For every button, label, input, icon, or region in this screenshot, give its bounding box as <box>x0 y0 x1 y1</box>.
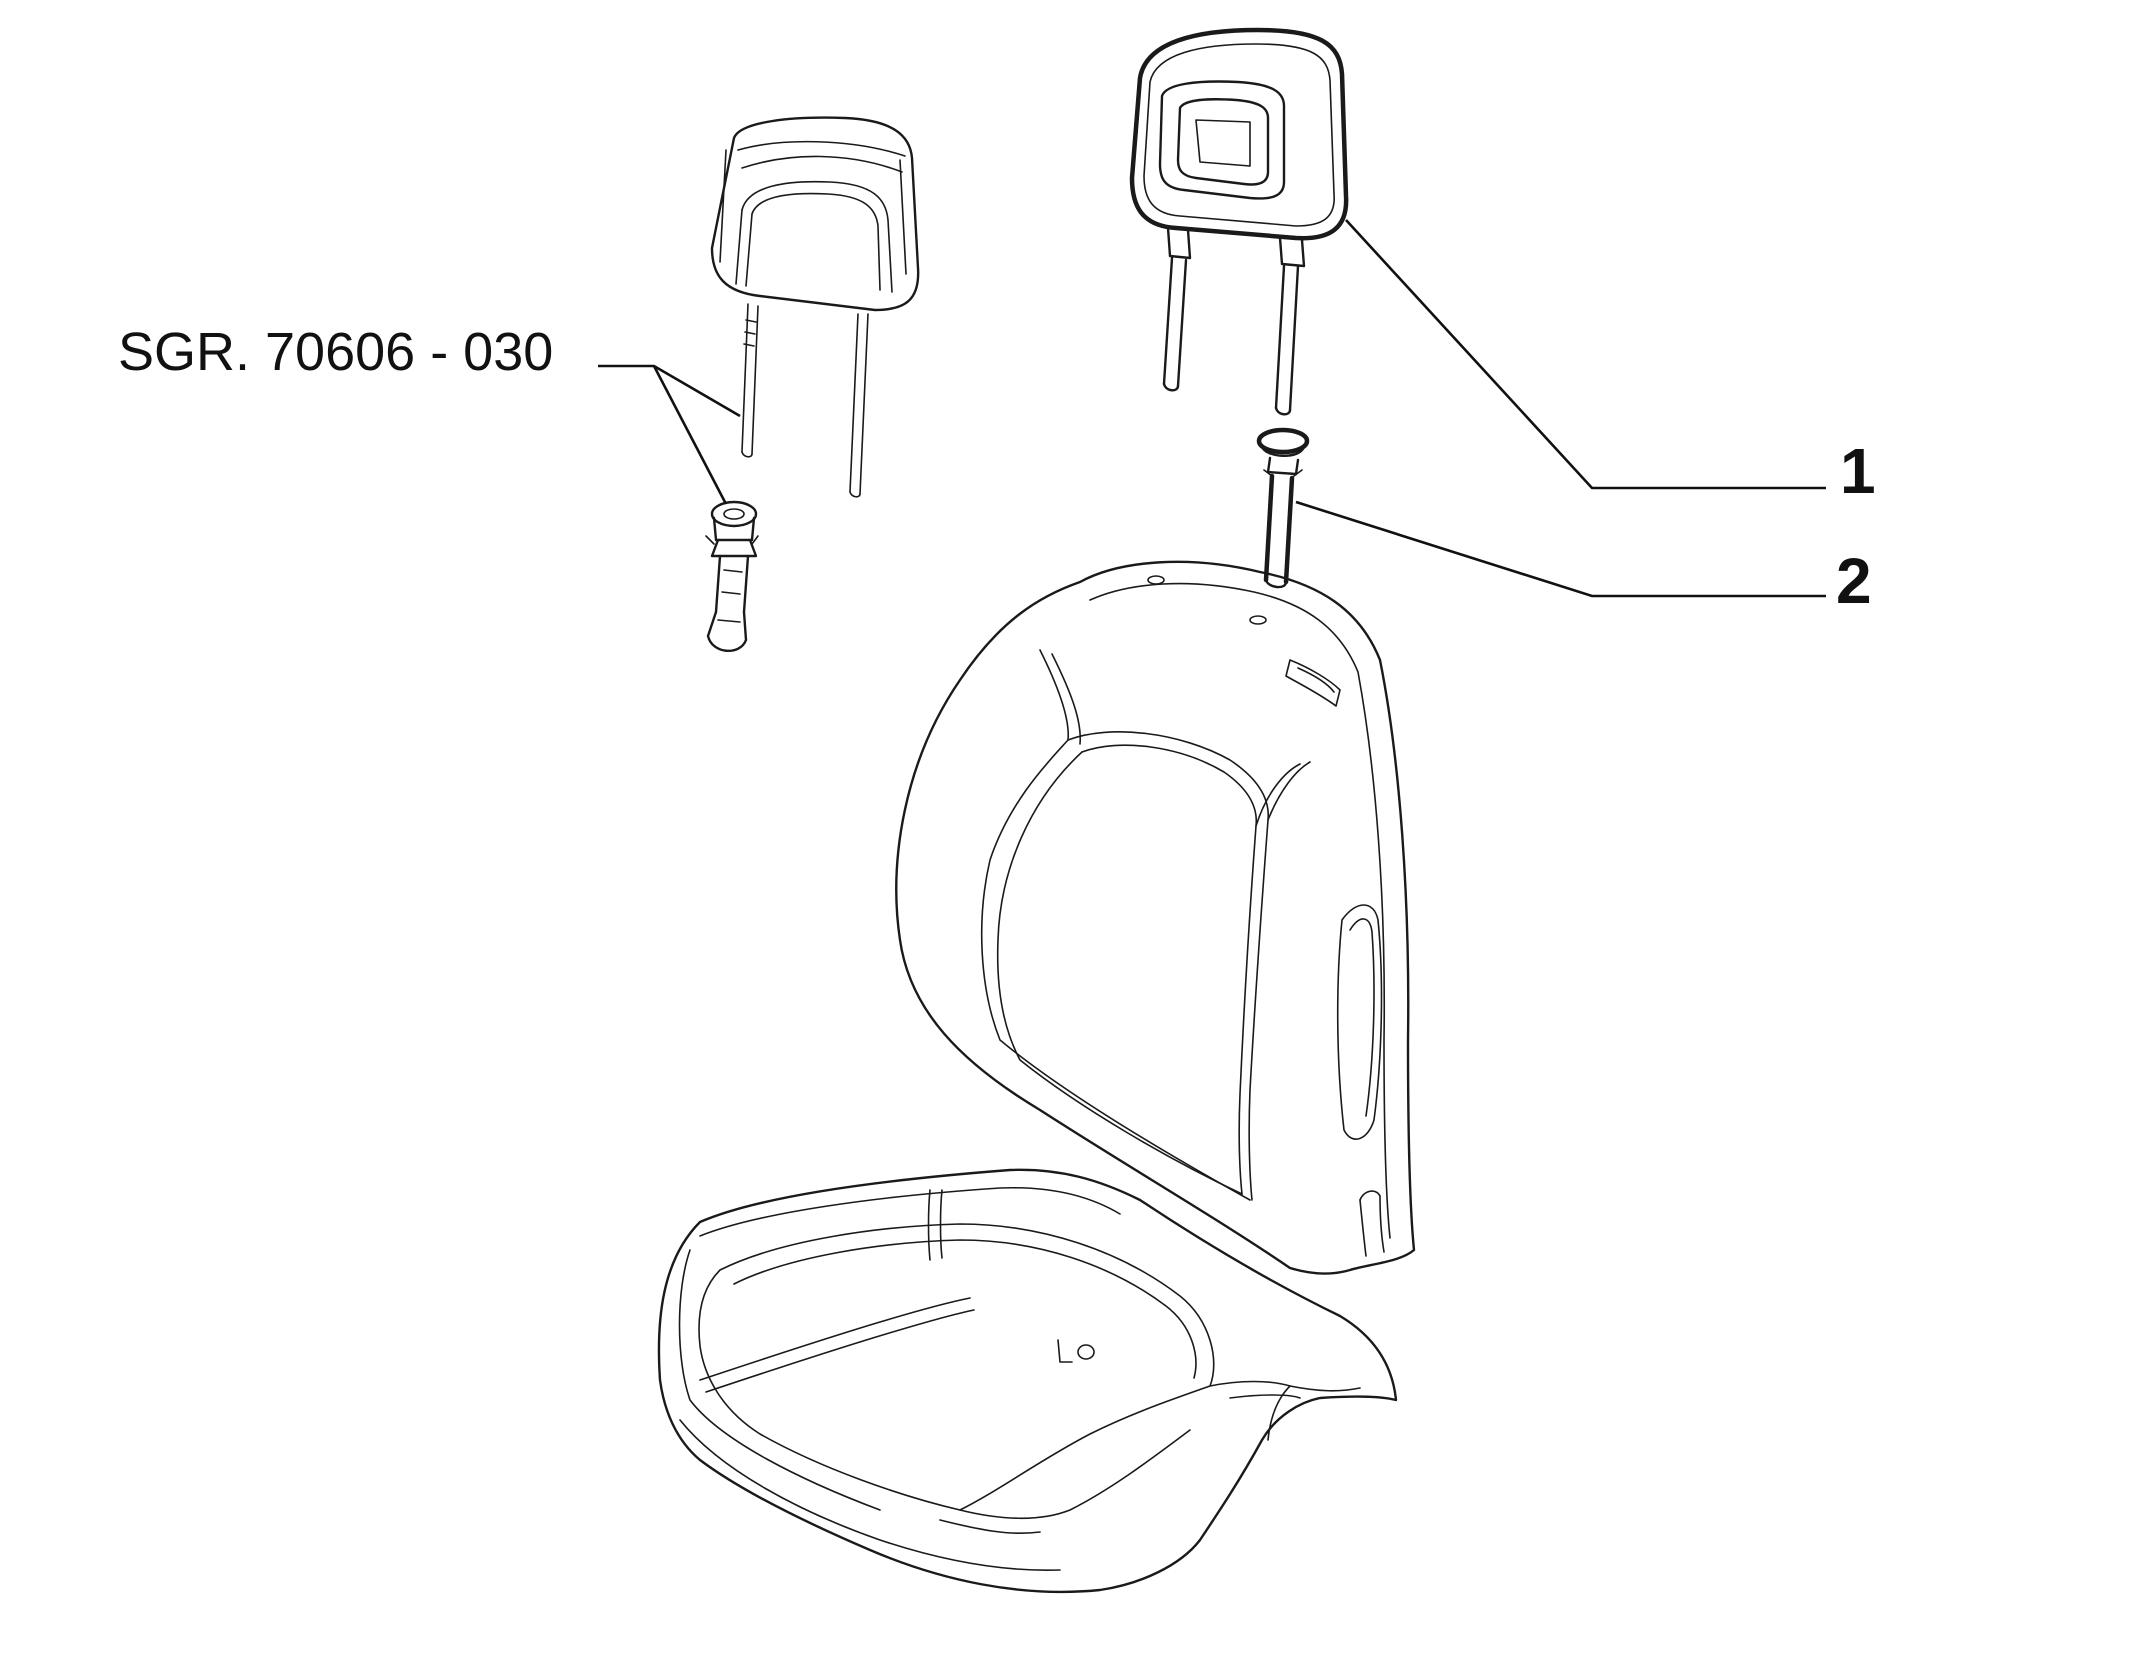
callout-1-label: 1 <box>1840 435 1876 507</box>
headrest-guide-bushing <box>1256 427 1310 589</box>
seat-cushion <box>657 1168 1398 1594</box>
callout-1-leader <box>1345 219 1826 490</box>
reference-leader-lines <box>598 364 741 505</box>
reference-group-label: SGR. 70606 - 030 <box>118 322 553 382</box>
seat-backrest <box>895 560 1416 1275</box>
headrest <box>1129 27 1349 416</box>
callout-2-label: 2 <box>1836 545 1872 617</box>
reference-guide-bushing <box>705 500 759 652</box>
callout-2-leader <box>1295 500 1826 598</box>
reference-headrest <box>710 116 920 498</box>
